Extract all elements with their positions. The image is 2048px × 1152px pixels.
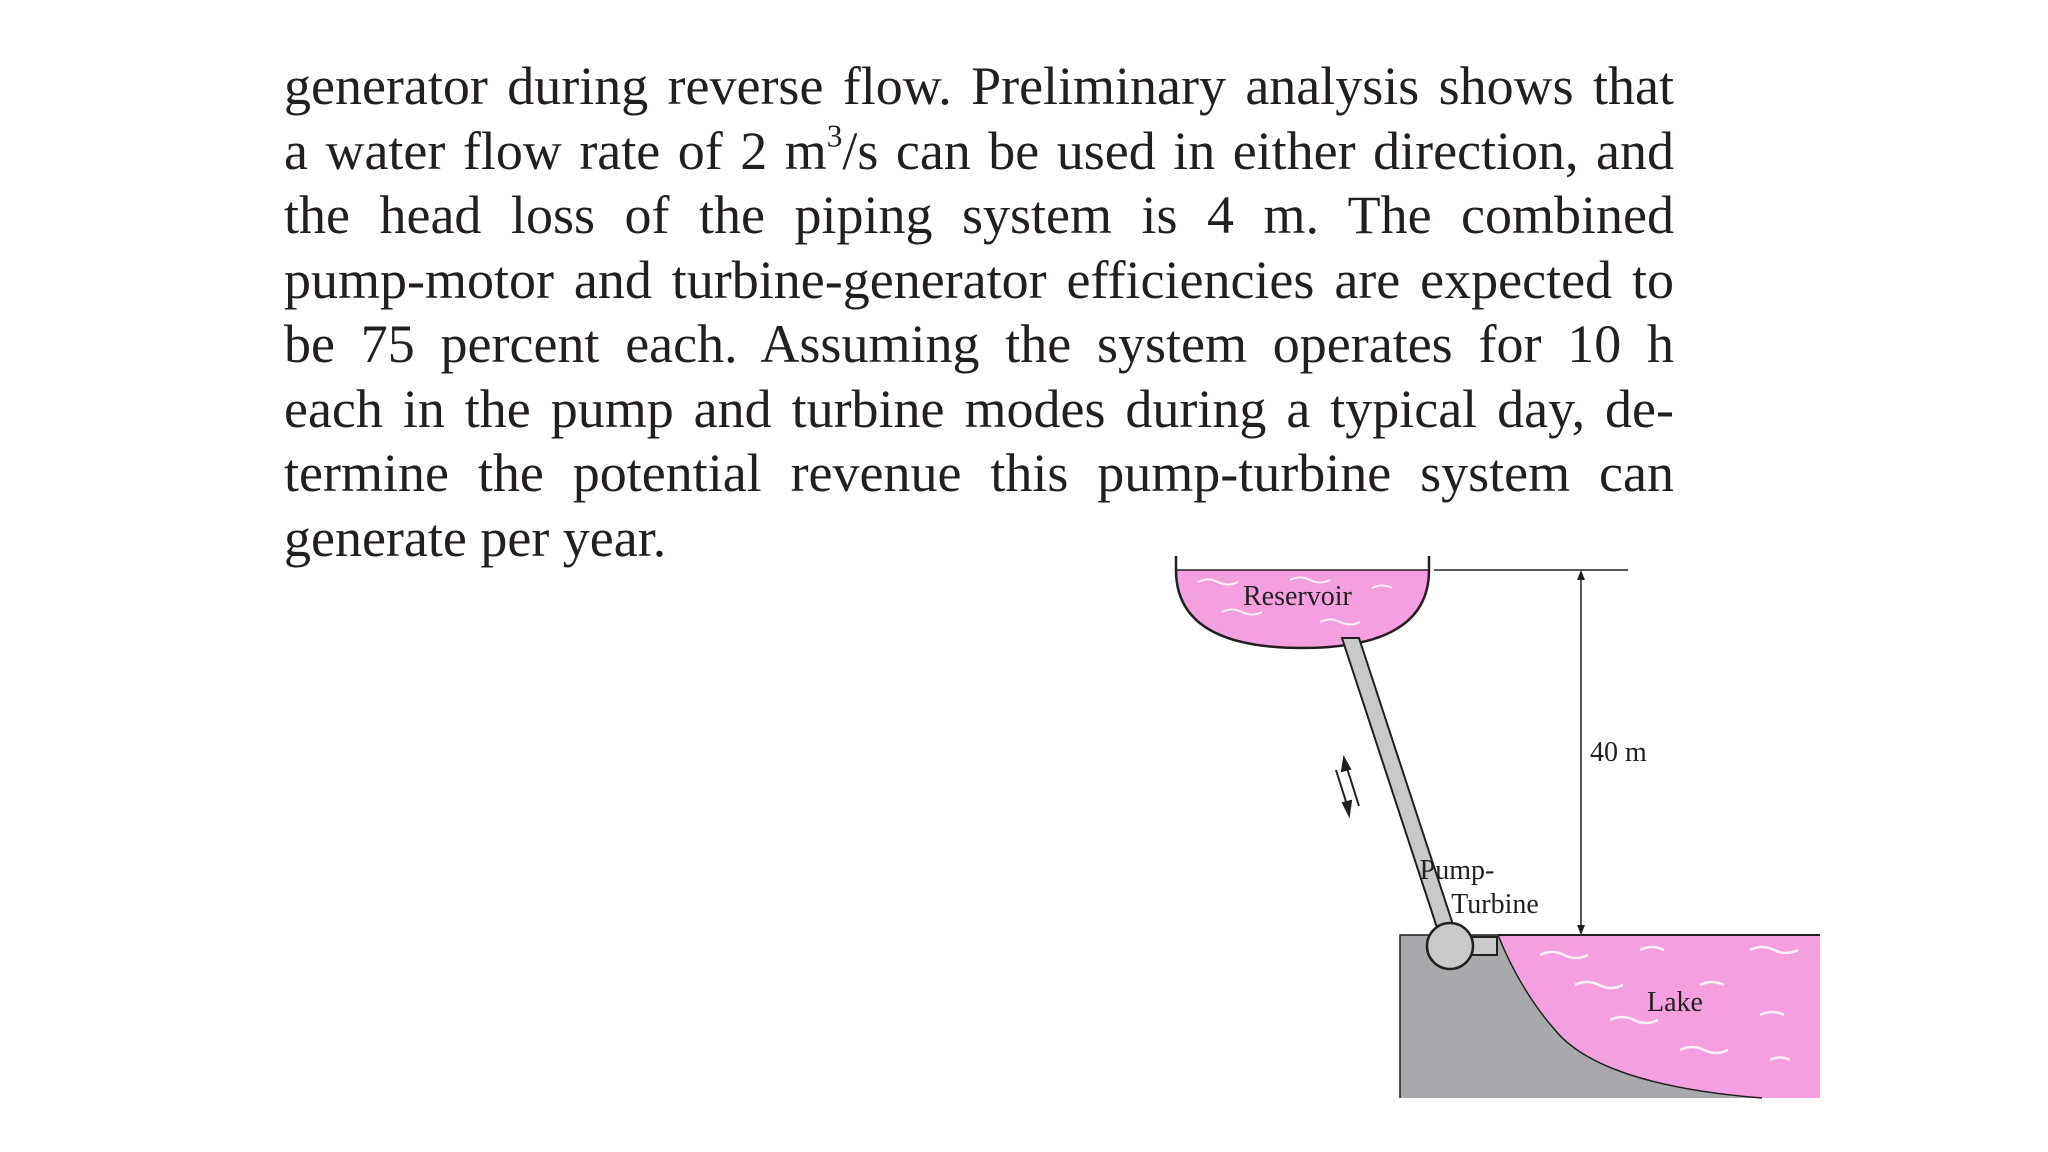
reservoir-water bbox=[1176, 570, 1429, 648]
text-line: pump-motor and turbine-generator efficie… bbox=[284, 249, 1674, 310]
superscript: 3 bbox=[826, 117, 843, 153]
text-line: generate per year. bbox=[284, 507, 667, 568]
flow-direction-arrows bbox=[1335, 754, 1360, 819]
lake-water bbox=[1498, 935, 1820, 1098]
lake-ripples bbox=[1539, 945, 1799, 1062]
reservoir-bowl bbox=[1174, 556, 1431, 650]
height-label: 40 m bbox=[1590, 737, 1647, 768]
ground bbox=[1400, 935, 1820, 1098]
lake-label: Lake bbox=[1647, 987, 1703, 1018]
text-line: each in the pump and turbine modes durin… bbox=[284, 378, 1674, 439]
text-line: a water flow rate of 2 m3/s can be used … bbox=[284, 117, 1674, 181]
pump-turbine-unit bbox=[1425, 921, 1475, 971]
text-line: termine the potential revenue this pump-… bbox=[284, 443, 1674, 503]
reservoir-ripples bbox=[1197, 576, 1393, 626]
penstock-pipe bbox=[1340, 637, 1462, 947]
height-arrow-top bbox=[1577, 570, 1585, 580]
reservoir-label: Reservoir bbox=[1243, 581, 1353, 612]
problem-text: generator during reverse flow. Prelimina… bbox=[284, 54, 1674, 570]
pump-turbine-label-line2: Turbine bbox=[1451, 889, 1539, 920]
text-line: generator during reverse flow. Prelimina… bbox=[284, 56, 1674, 116]
text-line: the head loss of the piping system is 4 … bbox=[284, 185, 1674, 245]
height-arrow-bottom bbox=[1577, 925, 1585, 935]
text-line: be 75 percent each. Assuming the system … bbox=[284, 314, 1674, 374]
pump-turbine-label-line1: Pump- bbox=[1420, 855, 1495, 886]
